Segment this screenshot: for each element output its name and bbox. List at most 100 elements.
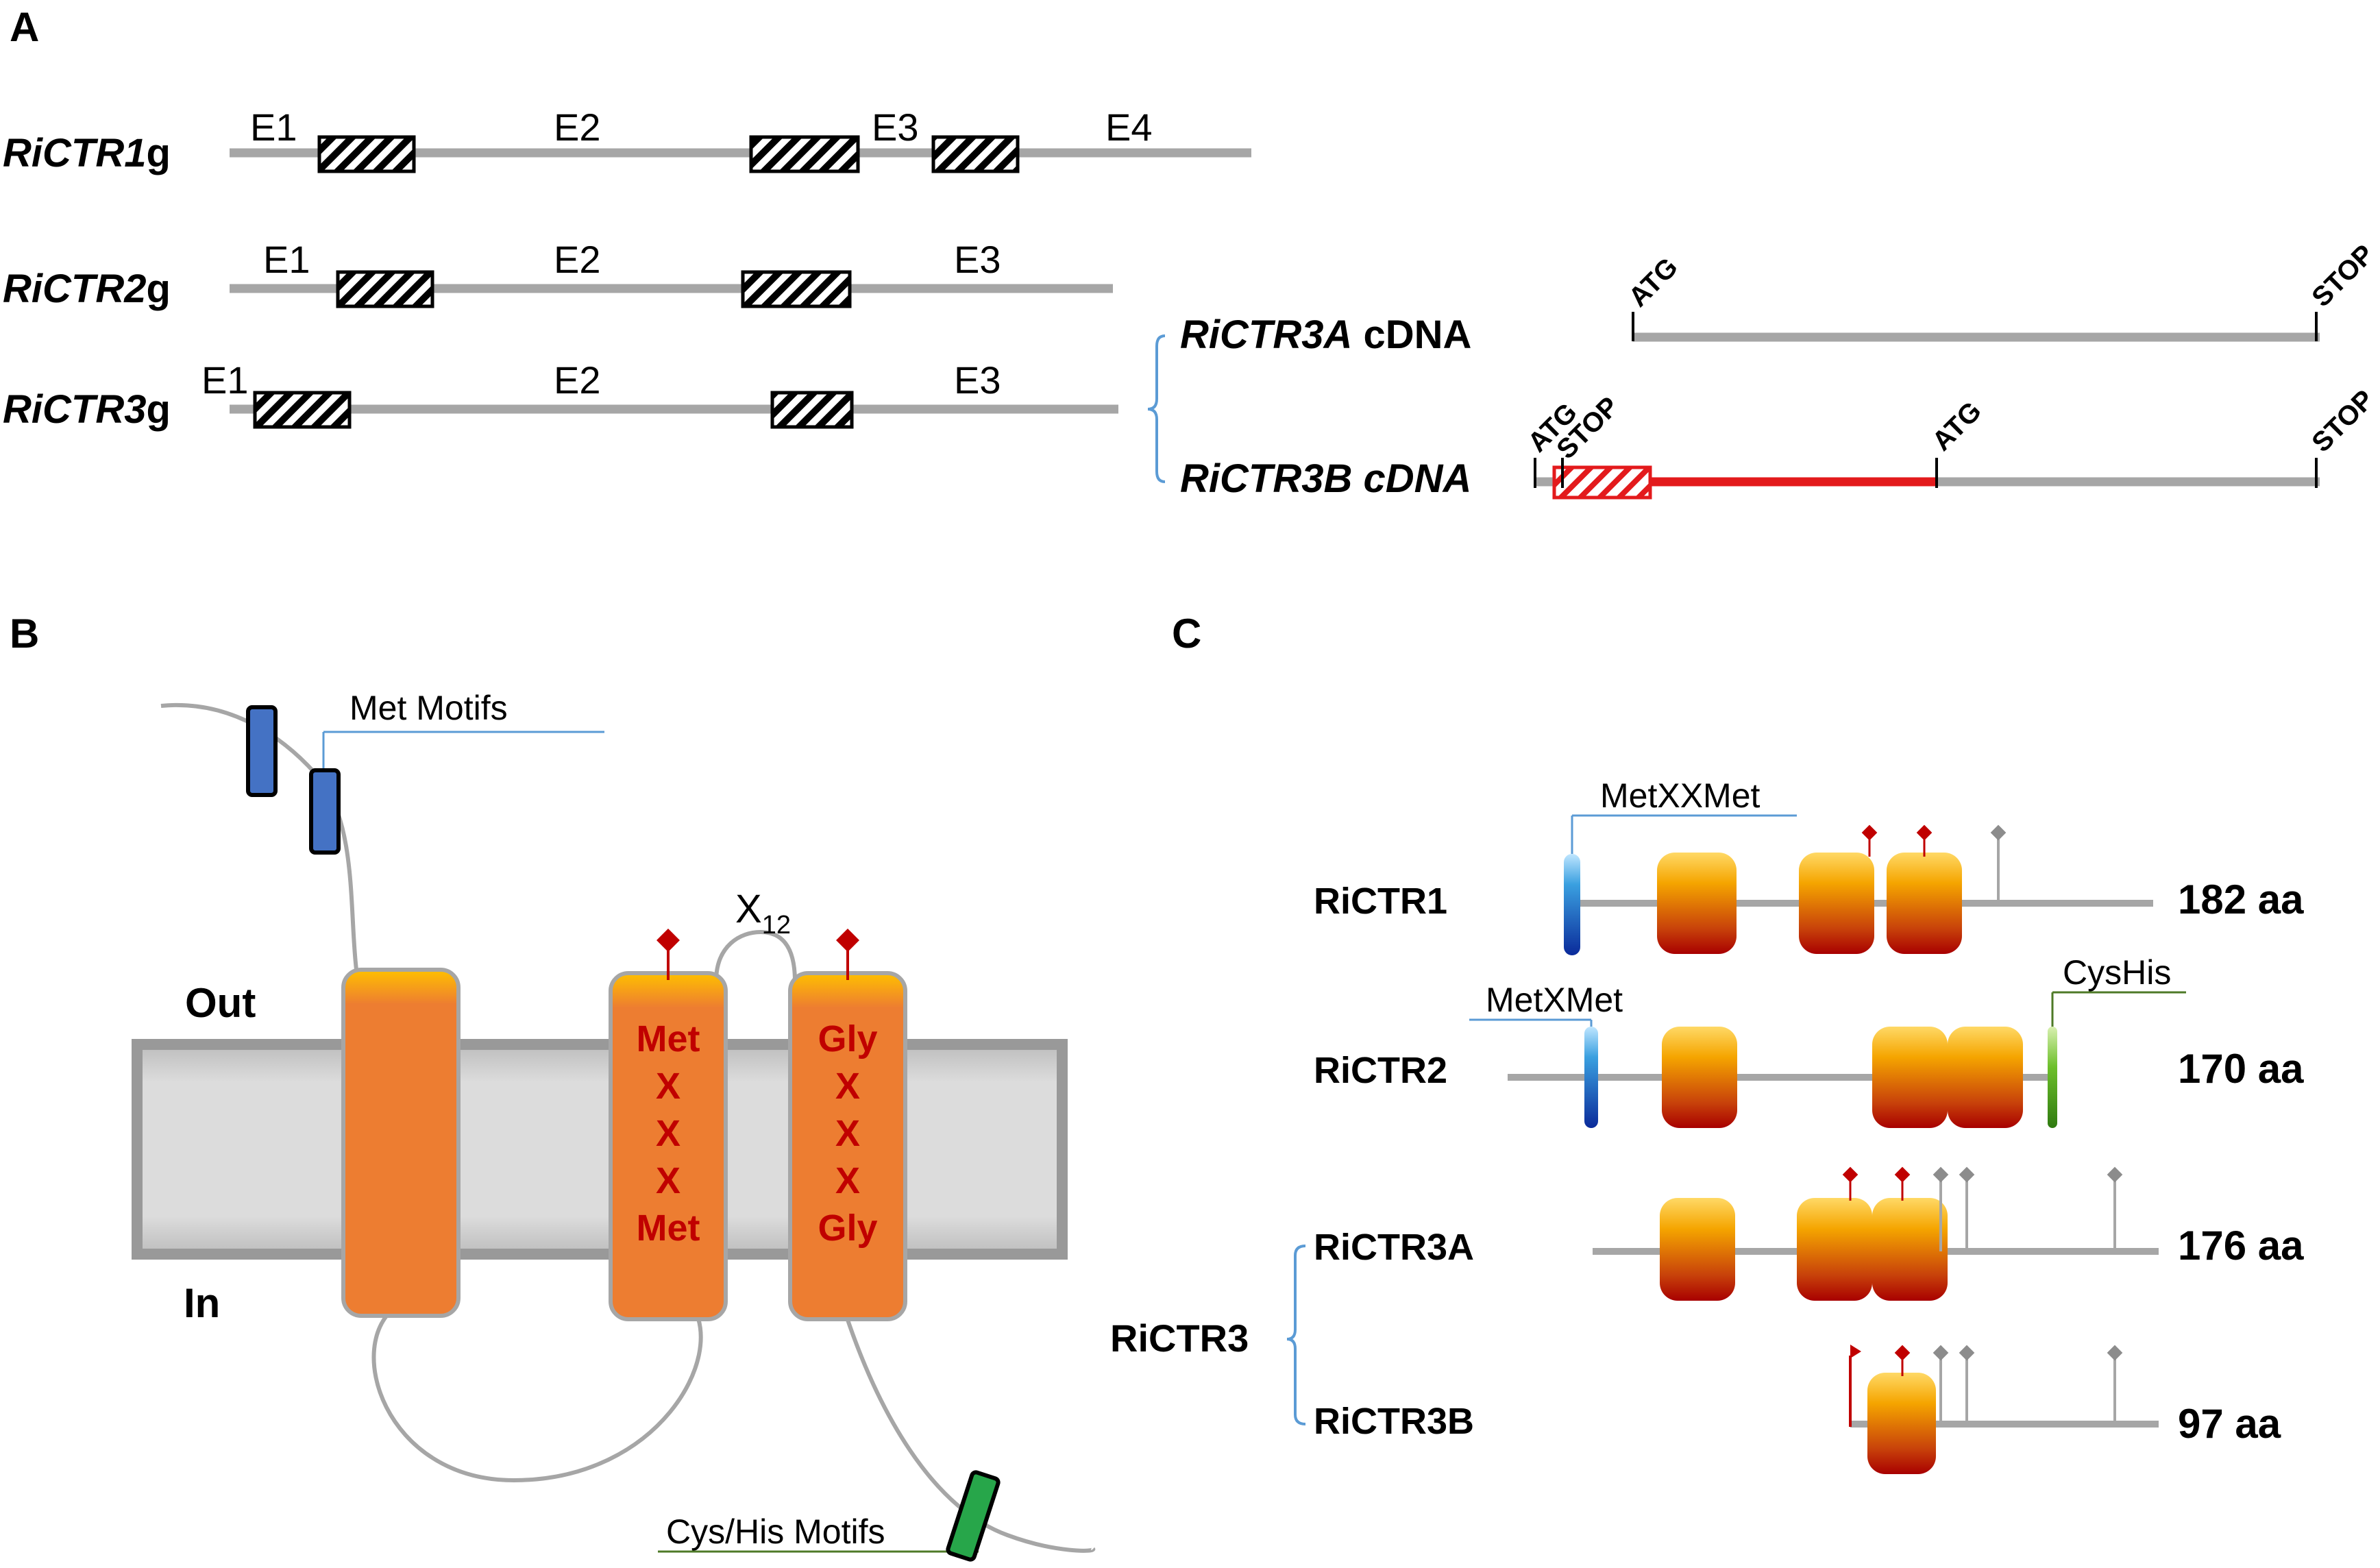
motif-label: CysHis bbox=[2063, 953, 2171, 992]
tm-domain bbox=[1660, 1198, 1735, 1301]
met-motif-bar bbox=[1564, 854, 1580, 955]
extracellular-loop bbox=[714, 929, 797, 982]
atg-label: ATG bbox=[1926, 396, 1987, 457]
intron-box bbox=[253, 391, 352, 429]
protein-length: 97 aa bbox=[2178, 1401, 2281, 1447]
exon-label: E4 bbox=[1105, 106, 1153, 149]
cdna-label: RiCTR3A cDNA bbox=[1180, 313, 1471, 357]
tm-domain bbox=[1662, 1027, 1737, 1128]
membrane bbox=[132, 1039, 1068, 1260]
tm-domain bbox=[1887, 853, 1962, 954]
gene-label: RiCTR3g bbox=[3, 387, 171, 432]
intron-box bbox=[770, 391, 854, 429]
motif-letter: Gly bbox=[818, 1208, 877, 1249]
exon-label: E3 bbox=[954, 358, 1001, 402]
motif-label: MetXMet bbox=[1486, 981, 1623, 1019]
stop-label: STOP bbox=[2306, 239, 2380, 313]
panel-label-c: C bbox=[1172, 611, 1201, 657]
cys-his-motif-bar bbox=[2048, 1027, 2057, 1128]
gray-diamond-marker bbox=[2107, 1166, 2123, 1183]
gray-diamond-marker bbox=[2107, 1345, 2123, 1361]
red-intron-box bbox=[1552, 465, 1652, 500]
met-motif-box bbox=[309, 768, 341, 855]
exon-label: E2 bbox=[554, 106, 601, 149]
panel-label-a: A bbox=[10, 4, 39, 50]
intron-box bbox=[741, 270, 852, 308]
gene-label: RiCTR2g bbox=[3, 267, 171, 311]
gene-label: RiCTR1g bbox=[3, 131, 171, 175]
tm-domain bbox=[1872, 1027, 1948, 1128]
group-bracket bbox=[1286, 1245, 1306, 1425]
gray-diamond-marker bbox=[1990, 824, 2007, 841]
protein-name: RiCTR3A bbox=[1314, 1227, 1474, 1268]
red-diamond-marker bbox=[1916, 824, 1933, 841]
red-diamond-marker bbox=[1842, 1166, 1858, 1183]
protein-name: RiCTR3B bbox=[1314, 1401, 1474, 1442]
tm-domain bbox=[1799, 853, 1874, 954]
protein-name: RiCTR1 bbox=[1314, 881, 1447, 922]
intracellular-loop bbox=[371, 1303, 703, 1483]
exon-label: E1 bbox=[250, 106, 297, 149]
motif-letter: X bbox=[656, 1113, 680, 1154]
exon-label: E3 bbox=[872, 106, 919, 149]
red-flag-marker bbox=[1850, 1345, 1861, 1358]
protein-length: 176 aa bbox=[2178, 1223, 2304, 1269]
exon-label: E1 bbox=[201, 358, 249, 402]
panel-label-b: B bbox=[10, 611, 39, 657]
red-diamond-marker bbox=[1861, 824, 1878, 841]
cdna-label: RiCTR3B cDNA bbox=[1180, 456, 1471, 501]
met-motifs-label: Met Motifs bbox=[349, 689, 508, 727]
cdna-rictr3b: RiCTR3B cDNA ATG STOP ATG STOP bbox=[1180, 384, 2380, 501]
atg-label: ATG bbox=[1623, 252, 1684, 313]
out-label: Out bbox=[185, 980, 256, 1026]
loop-length-label: X12 bbox=[735, 887, 791, 940]
tm-domain bbox=[1867, 1373, 1936, 1474]
exon-label: E3 bbox=[954, 238, 1001, 281]
group-label: RiCTR3 bbox=[1110, 1316, 1249, 1360]
protein-rictr2: MetXMet CysHis RiCTR2 170 aa bbox=[1314, 953, 2304, 1128]
gray-diamond-marker bbox=[1933, 1166, 1949, 1183]
gene-rictr2: RiCTR2g E1 E2 E3 bbox=[3, 238, 1113, 311]
stop-label: STOP bbox=[2306, 384, 2380, 458]
cdna-rictr3a: RiCTR3A cDNA ATG STOP bbox=[1180, 239, 2380, 357]
tm-domain bbox=[1797, 1198, 1872, 1301]
protein-rictr3a: RiCTR3A 176 aa bbox=[1314, 1166, 2304, 1301]
gene-rictr3: RiCTR3g E1 E2 E3 bbox=[3, 358, 1118, 432]
motif-label: MetXXMet bbox=[1600, 776, 1761, 815]
motif-letter: Gly bbox=[818, 1018, 877, 1059]
cys-his-motifs-label: Cys/His Motifs bbox=[666, 1512, 885, 1551]
intron-box bbox=[317, 135, 416, 173]
tm-helix-1 bbox=[341, 968, 461, 1318]
intron-box bbox=[749, 135, 860, 173]
exon-label: E2 bbox=[554, 358, 601, 402]
red-diamond-marker bbox=[1894, 1166, 1911, 1183]
motif-letter: Met bbox=[637, 1208, 700, 1249]
exon-label: E1 bbox=[263, 238, 310, 281]
motif-letter: X bbox=[835, 1113, 860, 1154]
met-motif-box bbox=[246, 705, 278, 797]
motif-letter: X bbox=[835, 1160, 860, 1201]
protein-rictr3b: RiCTR3B 97 aa bbox=[1314, 1345, 2281, 1474]
motif-letter: X bbox=[835, 1066, 860, 1107]
tm-domain bbox=[1657, 853, 1737, 954]
intron-box bbox=[931, 135, 1020, 173]
met-motif-bar bbox=[1584, 1027, 1598, 1128]
bracket bbox=[1147, 334, 1166, 483]
motif-letter: X bbox=[656, 1066, 680, 1107]
gray-diamond-marker bbox=[1959, 1345, 1975, 1361]
exon-label: E2 bbox=[554, 238, 601, 281]
gray-diamond-marker bbox=[1933, 1345, 1949, 1361]
red-diamond-marker bbox=[1894, 1345, 1911, 1361]
tm-domain bbox=[1948, 1027, 2023, 1128]
tm-domain bbox=[1872, 1198, 1948, 1301]
motif-letter: X bbox=[656, 1160, 680, 1201]
gray-diamond-marker bbox=[1959, 1166, 1975, 1183]
protein-length: 182 aa bbox=[2178, 877, 2304, 922]
cys-his-motif-box bbox=[946, 1470, 1001, 1562]
red-diamond-marker bbox=[836, 929, 859, 952]
protein-name: RiCTR2 bbox=[1314, 1050, 1447, 1091]
motif-letter: Met bbox=[637, 1018, 700, 1059]
red-diamond-marker bbox=[657, 929, 680, 952]
intron-box bbox=[336, 270, 434, 308]
